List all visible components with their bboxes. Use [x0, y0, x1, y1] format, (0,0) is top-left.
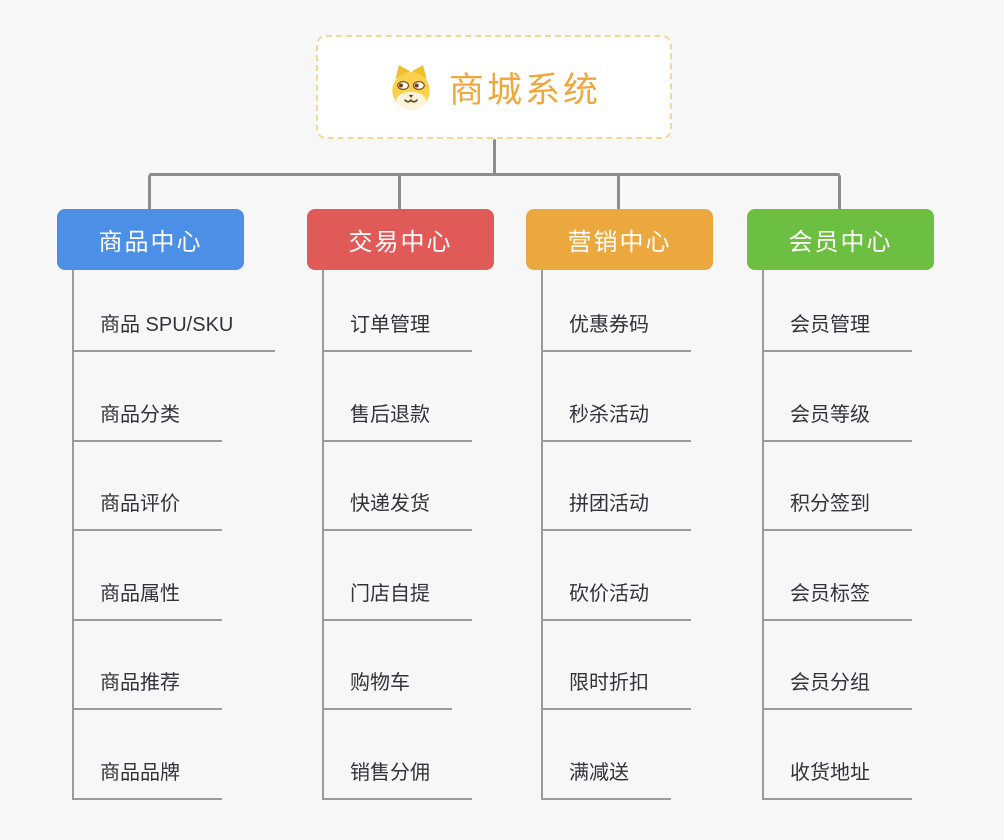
leaf-node[interactable]: 门店自提 [322, 575, 472, 621]
leaf-node[interactable]: 满减送 [541, 754, 671, 800]
leaf-node[interactable]: 商品推荐 [72, 664, 222, 710]
connector-drop [617, 175, 620, 211]
dog-face-icon [392, 65, 430, 110]
leaf-node[interactable]: 快递发货 [322, 485, 472, 531]
leaf-node[interactable]: 会员标签 [762, 575, 912, 621]
root-node[interactable]: 商城系统 [316, 35, 672, 139]
root-title: 商城系统 [448, 70, 601, 110]
leaf-node[interactable]: 会员管理 [762, 306, 912, 352]
branch-trunk-line [322, 270, 324, 800]
connector-drop [148, 175, 151, 211]
leaf-node[interactable]: 限时折扣 [541, 664, 691, 710]
leaf-node[interactable]: 会员分组 [762, 664, 912, 710]
leaf-node[interactable]: 订单管理 [322, 306, 472, 352]
branch-node-member-center[interactable]: 会员中心 [747, 209, 934, 270]
leaf-node[interactable]: 秒杀活动 [541, 396, 691, 442]
leaf-node[interactable]: 购物车 [322, 664, 452, 710]
leaf-node[interactable]: 销售分佣 [322, 754, 472, 800]
leaf-node[interactable]: 积分签到 [762, 485, 912, 531]
connector-root-stub [493, 139, 496, 176]
leaf-node[interactable]: 收货地址 [762, 754, 912, 800]
leaf-node[interactable]: 会员等级 [762, 396, 912, 442]
connector-bus [149, 173, 840, 176]
leaf-node[interactable]: 商品 SPU/SKU [72, 306, 276, 352]
branch-node-trade-center[interactable]: 交易中心 [307, 209, 494, 270]
branch-node-product-center[interactable]: 商品中心 [57, 209, 244, 270]
leaf-node[interactable]: 商品评价 [72, 485, 222, 531]
branch-trunk-line [762, 270, 764, 800]
leaf-node[interactable]: 商品品牌 [72, 754, 222, 800]
leaf-node[interactable]: 商品属性 [72, 575, 222, 621]
connector-drop [838, 175, 841, 211]
branch-node-marketing-center[interactable]: 营销中心 [526, 209, 713, 270]
branch-trunk-line [72, 270, 74, 800]
leaf-node[interactable]: 砍价活动 [541, 575, 691, 621]
leaf-node[interactable]: 商品分类 [72, 396, 222, 442]
connector-drop [398, 175, 401, 211]
branch-trunk-line [541, 270, 543, 800]
leaf-node[interactable]: 售后退款 [322, 396, 472, 442]
leaf-node[interactable]: 优惠券码 [541, 306, 691, 352]
leaf-node[interactable]: 拼团活动 [541, 485, 691, 531]
